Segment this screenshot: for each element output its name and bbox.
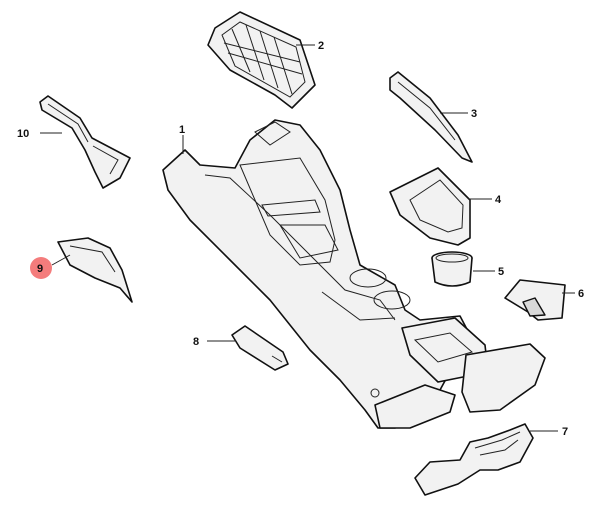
callout-8[interactable]: 8: [193, 336, 199, 348]
leader-9: [51, 254, 71, 266]
callout-7[interactable]: 7: [562, 426, 568, 438]
callout-10[interactable]: 10: [17, 128, 29, 140]
callout-1[interactable]: 1: [179, 124, 185, 136]
lower-trim-piece[interactable]: [414, 423, 534, 496]
callout-5[interactable]: 5: [498, 266, 504, 278]
side-panel-trim[interactable]: [57, 237, 133, 303]
trim-bezel[interactable]: [389, 167, 471, 246]
cup-holder-insert[interactable]: [431, 251, 473, 287]
callout-9-highlight: [30, 257, 52, 279]
side-trim-strip[interactable]: [389, 71, 473, 163]
side-trim-lever[interactable]: [39, 95, 131, 189]
callouts: 1 2 3 4 5 6 7 8 9 10: [17, 40, 584, 438]
callout-3[interactable]: 3: [471, 108, 477, 120]
callout-9[interactable]: 9: [37, 263, 43, 275]
callout-2[interactable]: 2: [318, 40, 324, 52]
leader-lines: [40, 44, 575, 432]
center-console[interactable]: [162, 119, 546, 429]
pad-plate[interactable]: [504, 279, 566, 321]
callout-6[interactable]: 6: [578, 288, 584, 300]
grid-pad-insert[interactable]: [207, 11, 316, 109]
callout-4[interactable]: 4: [495, 194, 502, 206]
small-cover-clip[interactable]: [231, 325, 289, 371]
